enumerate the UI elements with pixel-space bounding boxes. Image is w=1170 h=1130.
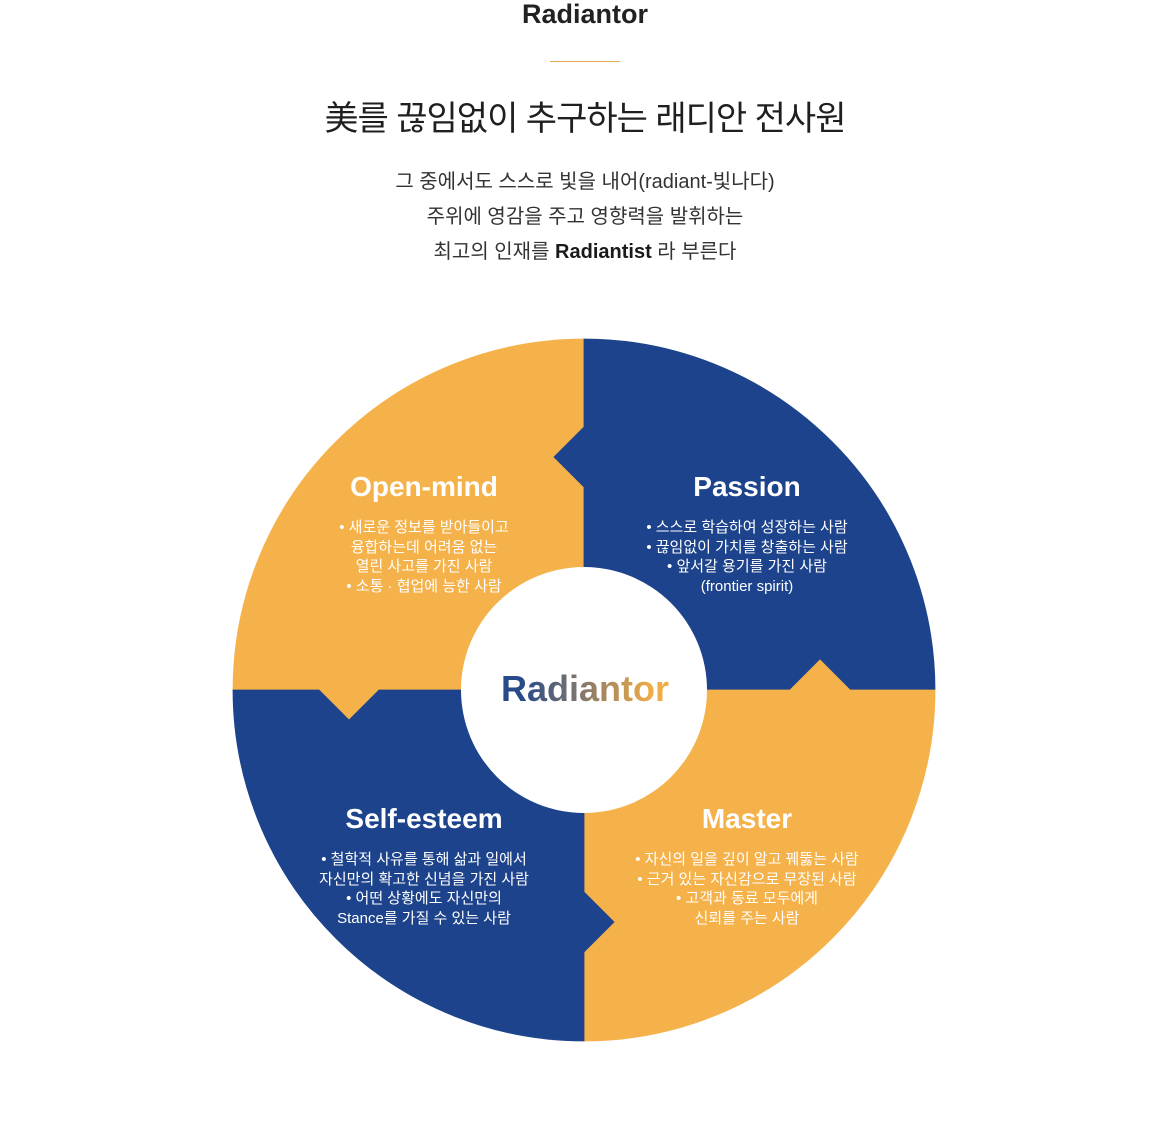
- trait-line: • 자신의 일을 깊이 알고 꿰뚫는 사람: [635, 851, 859, 868]
- trait-line: 신뢰를 주는 사람: [694, 910, 800, 928]
- radiantist-term: Radiantist: [555, 241, 652, 263]
- trait-line: • 철학적 사유를 통해 삶과 일에서: [321, 851, 527, 868]
- intro-line: 최고의 인재를 Radiantist 라 부른다: [0, 235, 1170, 270]
- trait-line: • 끊임없이 가치를 창출하는 사람: [646, 538, 848, 556]
- trait-line: • 근거 있는 자신감으로 무장된 사람: [637, 870, 857, 888]
- trait-line: 융합하는데 어려움 없는: [350, 538, 498, 556]
- section-title: Radiantor: [521, 0, 648, 29]
- open-mind-title: Open-mind: [350, 471, 498, 502]
- center-circle: [461, 567, 707, 813]
- open-mind-traits: • 새로운 정보를 받아들이고 융합하는데 어려움 없는 열린 사고를 가진 사…: [264, 518, 584, 597]
- intro-paragraph: 그 중에서도 스스로 빛을 내어(radiant-빛나다) 주위에 영감을 주고…: [0, 165, 1170, 270]
- intro-text: 라 부른다: [657, 241, 737, 263]
- trait-line: • 앞서갈 용기를 가진 사람: [667, 558, 827, 576]
- self-esteem-title: Self-esteem: [345, 803, 503, 834]
- master-title: Master: [701, 803, 793, 834]
- trait-line: (frontier spirit): [700, 578, 794, 596]
- passion-title: Passion: [693, 471, 801, 502]
- trait-line: 열린 사고를 가진 사람: [355, 558, 493, 576]
- trait-line: • 어떤 상황에도 자신만의: [346, 890, 502, 908]
- intro-line: 그 중에서도 스스로 빛을 내어(radiant-빛나다): [395, 171, 775, 193]
- intro-line: 주위에 영감을 주고 영향력을 발휘하는: [426, 206, 744, 228]
- headline: 美를 끊임없이 추구하는 래디안 전사원: [324, 100, 847, 138]
- trait-line: • 새로운 정보를 받아들이고: [339, 519, 509, 536]
- passion-traits: • 스스로 학습하여 성장하는 사람 • 끊임없이 가치를 창출하는 사람 • …: [587, 518, 907, 597]
- master-traits: • 자신의 일을 깊이 알고 꿰뚫는 사람 • 근거 있는 자신감으로 무장된 …: [587, 850, 907, 929]
- trait-line: • 스스로 학습하여 성장하는 사람: [646, 519, 848, 536]
- trait-line: Stance를 가질 수 있는 사람: [337, 910, 511, 928]
- trait-line: 자신만의 확고한 신념을 가진 사람: [319, 870, 529, 888]
- trait-line: • 소통 · 협업에 능한 사람: [346, 578, 502, 596]
- title-divider: [550, 61, 620, 62]
- trait-line: • 고객과 동료 모두에게: [676, 890, 818, 908]
- intro-text: 최고의 인재를: [433, 241, 550, 263]
- self-esteem-traits: • 철학적 사유를 통해 삶과 일에서 자신만의 확고한 신념을 가진 사람 •…: [264, 850, 584, 929]
- center-label: Radiantor: [501, 668, 669, 709]
